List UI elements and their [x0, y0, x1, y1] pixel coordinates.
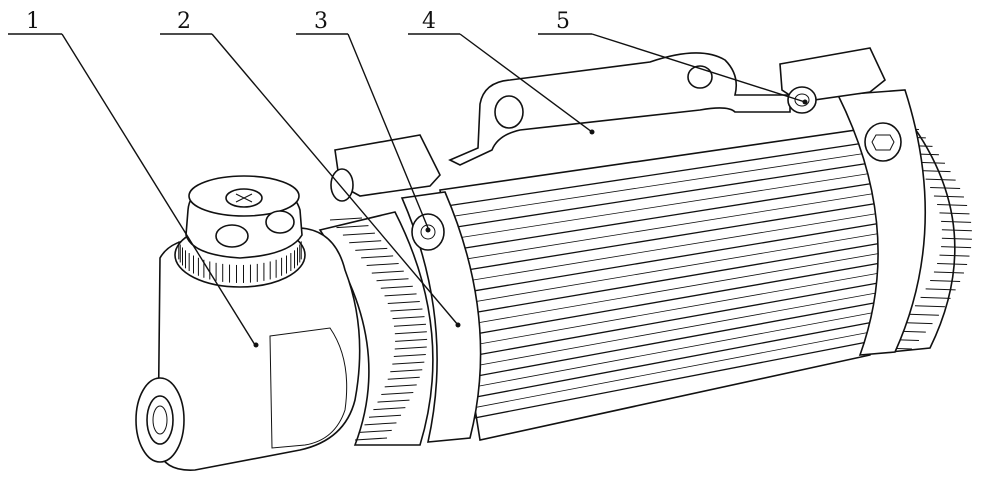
callout-number-1: 1: [26, 9, 40, 34]
knob-cap: [175, 176, 305, 287]
callout-number-4: 4: [422, 9, 436, 34]
callout-number-2: 2: [177, 9, 191, 34]
callout-number-5: 5: [556, 9, 570, 34]
callout-number-3: 3: [314, 9, 328, 34]
finned-cylinder-body: [440, 128, 888, 440]
